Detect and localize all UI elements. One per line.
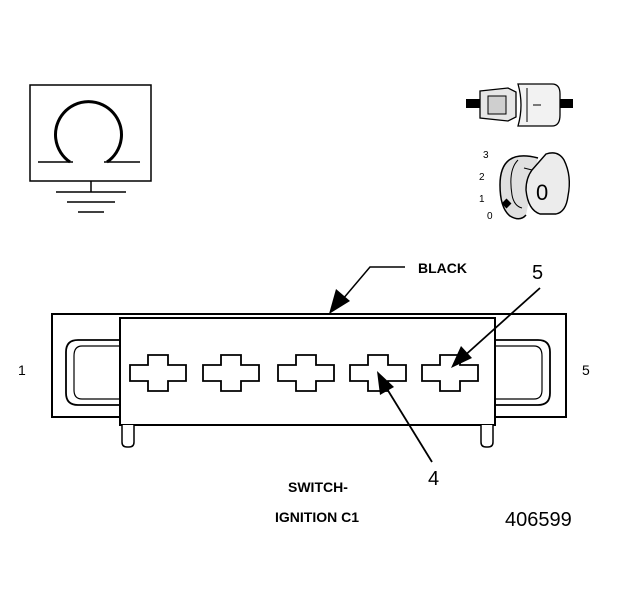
callout-arrow-4 bbox=[377, 371, 433, 463]
callout-label-5: 5 bbox=[532, 262, 543, 284]
key-position-2: 2 bbox=[479, 172, 485, 183]
callout-label-4: 4 bbox=[428, 468, 439, 490]
ground-symbol-icon bbox=[29, 84, 152, 213]
caption-line-1: SWITCH- bbox=[288, 479, 348, 495]
ignition-switch-icon bbox=[466, 83, 573, 220]
pin-number-right: 5 bbox=[582, 362, 590, 378]
connector-color-label: BLACK bbox=[418, 260, 467, 276]
terminal-cavity-2 bbox=[202, 354, 260, 392]
terminal-cavity-3 bbox=[277, 354, 335, 392]
figure-id: 406599 bbox=[505, 509, 572, 531]
terminal-cavity-1 bbox=[129, 354, 187, 392]
callout-arrow-5 bbox=[451, 287, 541, 368]
color-leader-line bbox=[329, 266, 405, 314]
key-position-3: 3 bbox=[483, 150, 489, 161]
pin-number-left: 1 bbox=[18, 362, 26, 378]
key-position-1: 1 bbox=[479, 194, 485, 205]
terminal-cavity-5 bbox=[421, 354, 479, 392]
caption-line-2: IGNITION C1 bbox=[275, 509, 359, 525]
key-label: 0 bbox=[536, 180, 548, 205]
key-position-0: 0 bbox=[487, 211, 493, 222]
